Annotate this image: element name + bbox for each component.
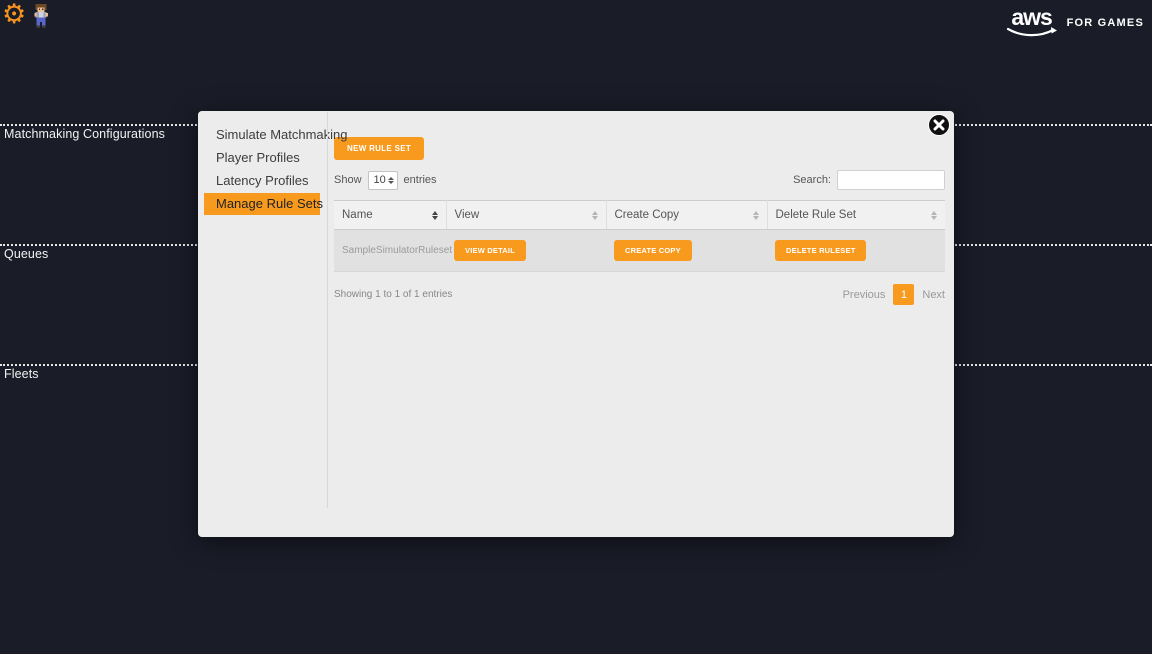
manage-rule-sets-modal: Simulate Matchmaking Player Profiles Lat… bbox=[198, 111, 954, 537]
page-size-value: 10 bbox=[373, 174, 386, 186]
modal-close-button[interactable] bbox=[928, 114, 950, 136]
aws-logo-text: aws bbox=[1011, 4, 1052, 30]
table-footer: Showing 1 to 1 of 1 entries Previous 1 N… bbox=[334, 284, 945, 305]
delete-ruleset-button[interactable]: DELETE RULESET bbox=[775, 240, 867, 261]
view-detail-button[interactable]: VIEW DETAIL bbox=[454, 240, 526, 261]
view-cell: VIEW DETAIL bbox=[446, 229, 606, 272]
aws-for-games-logo: aws FOR GAMES bbox=[1006, 4, 1144, 38]
rule-set-name-cell: SampleSimulatorRuleset bbox=[334, 229, 452, 272]
settings-gear-icon[interactable]: ⚙ bbox=[2, 0, 27, 30]
delete-cell: DELETE RULESET bbox=[767, 229, 945, 272]
rule-sets-table: Name View Create Copy Delete Rule Set bbox=[334, 200, 945, 272]
search-label: Search: bbox=[793, 174, 831, 186]
aws-logo-mark: aws bbox=[1006, 4, 1058, 38]
sidebar-item-manage-rule-sets[interactable]: Manage Rule Sets bbox=[204, 193, 323, 215]
sort-icon bbox=[591, 210, 598, 220]
section-label-matchmaking-configurations: Matchmaking Configurations bbox=[4, 127, 166, 141]
column-header-delete-rule-set[interactable]: Delete Rule Set bbox=[767, 200, 945, 230]
page-size-select[interactable]: 10 bbox=[367, 170, 398, 190]
sidebar-item-player-profiles[interactable]: Player Profiles bbox=[216, 150, 300, 165]
create-copy-button[interactable]: CREATE COPY bbox=[614, 240, 692, 261]
column-header-name[interactable]: Name bbox=[334, 200, 447, 230]
aws-smile-swoosh-icon bbox=[1006, 27, 1057, 37]
top-left-icons: ⚙ bbox=[2, 0, 50, 30]
next-page-button[interactable]: Next bbox=[922, 288, 945, 301]
previous-page-button[interactable]: Previous bbox=[842, 288, 886, 301]
rule-sets-panel: NEW RULE SET Show 10 entries Search: bbox=[328, 111, 954, 537]
search-input[interactable] bbox=[837, 170, 945, 190]
select-updown-icon bbox=[387, 176, 394, 184]
section-label-fleets: Fleets bbox=[4, 367, 39, 381]
player-character-sprite-icon[interactable] bbox=[32, 4, 50, 29]
sort-icon bbox=[431, 210, 438, 220]
table-controls-row: Show 10 entries Search: bbox=[334, 170, 945, 190]
column-header-view[interactable]: View bbox=[446, 200, 607, 230]
table-header-row: Name View Create Copy Delete Rule Set bbox=[334, 200, 945, 230]
section-label-queues: Queues bbox=[4, 247, 49, 261]
close-icon bbox=[933, 119, 945, 131]
page-size-control: Show 10 entries bbox=[334, 170, 437, 190]
column-header-create-copy[interactable]: Create Copy bbox=[606, 200, 768, 230]
sidebar-item-simulate-matchmaking[interactable]: Simulate Matchmaking bbox=[216, 127, 348, 142]
show-label: Show bbox=[334, 174, 362, 186]
pagination: Previous 1 Next bbox=[843, 284, 945, 305]
modal-sidebar: Simulate Matchmaking Player Profiles Lat… bbox=[198, 111, 348, 537]
sort-icon bbox=[752, 210, 759, 220]
search-control: Search: bbox=[793, 170, 945, 190]
sidebar-item-latency-profiles[interactable]: Latency Profiles bbox=[216, 173, 309, 188]
create-copy-cell: CREATE COPY bbox=[606, 229, 767, 272]
entries-label: entries bbox=[403, 174, 437, 186]
new-rule-set-button[interactable]: NEW RULE SET bbox=[334, 137, 425, 160]
current-page-button[interactable]: 1 bbox=[893, 284, 915, 305]
aws-tagline: FOR GAMES bbox=[1066, 16, 1144, 29]
sort-icon bbox=[931, 210, 937, 220]
table-row: SampleSimulatorRuleset VIEW DETAIL CREAT… bbox=[334, 229, 945, 272]
entries-info: Showing 1 to 1 of 1 entries bbox=[334, 289, 453, 300]
